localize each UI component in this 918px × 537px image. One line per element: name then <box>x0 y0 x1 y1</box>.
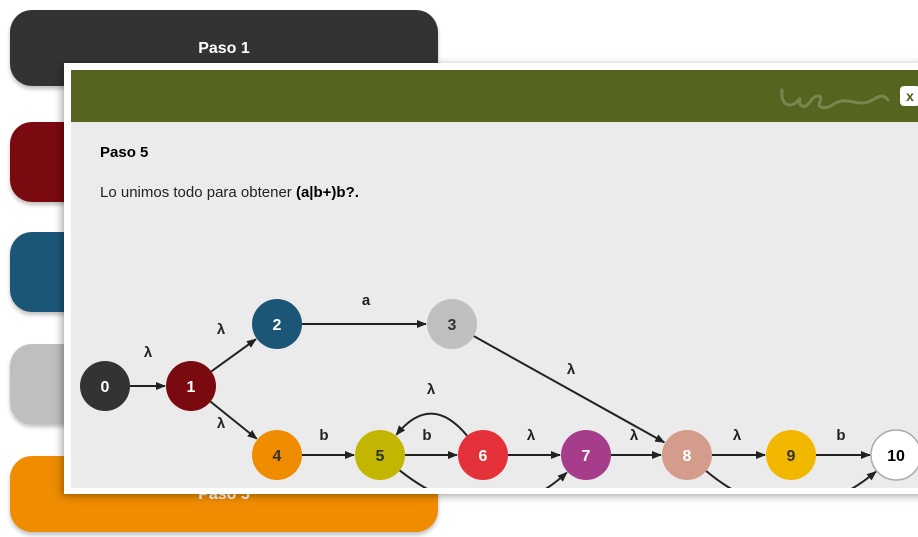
state-7: 7 <box>561 430 611 480</box>
step-title: Paso 5 <box>100 144 149 161</box>
state-label: 10 <box>887 448 905 465</box>
state-9: 9 <box>766 430 816 480</box>
transition-label-8-9: λ <box>733 427 742 444</box>
description-text: Lo unimos todo para obtener <box>100 184 296 201</box>
state-label: 1 <box>187 379 196 396</box>
transition-6-5 <box>395 412 468 437</box>
state-1: 1 <box>166 361 216 411</box>
state-6: 6 <box>458 430 508 480</box>
state-10: 10 <box>870 429 918 481</box>
state-0: 0 <box>80 361 130 411</box>
transition-label-0-1: λ <box>144 344 153 361</box>
state-2: 2 <box>252 299 302 349</box>
state-circle <box>766 430 816 480</box>
state-label: 0 <box>101 379 110 396</box>
transition-label-1-4: λ <box>217 415 226 432</box>
state-circle <box>80 361 130 411</box>
transition-1-4 <box>209 400 258 440</box>
state-circle <box>458 430 508 480</box>
state-circle <box>870 429 918 481</box>
state-label: 9 <box>787 448 796 465</box>
transition-label-7-8: λ <box>630 427 639 444</box>
state-8: 8 <box>662 430 712 480</box>
state-circle <box>561 430 611 480</box>
state-label: 3 <box>448 317 457 334</box>
transition-label-5-6: b <box>422 427 431 444</box>
step-button-label: Paso 1 <box>198 40 250 57</box>
close-button[interactable]: x <box>900 86 918 106</box>
modal-body: Paso 5 Lo unimos todo para obtener (a|b+… <box>71 122 918 488</box>
transition-label-3-8: λ <box>567 361 576 378</box>
state-5: 5 <box>355 430 405 480</box>
state-label: 6 <box>479 448 488 465</box>
state-label: 4 <box>273 448 282 465</box>
transition-label-6-5: λ <box>427 381 436 398</box>
transition-8-10 <box>705 470 877 488</box>
transition-5-7 <box>399 469 568 488</box>
ue-logo <box>780 88 890 110</box>
regex-expression: (a|b+)b?. <box>295 184 359 201</box>
state-circle <box>252 430 302 480</box>
transition-label-1-2: λ <box>217 321 226 338</box>
transition-label-2-3: a <box>362 292 371 309</box>
state-label: 7 <box>582 448 591 465</box>
step-modal: x Paso 5 Lo unimos todo para obtener (a|… <box>64 63 918 494</box>
state-circle <box>427 299 477 349</box>
state-3: 3 <box>427 299 477 349</box>
transition-label-9-10: b <box>836 427 845 444</box>
state-label: 5 <box>376 448 385 465</box>
modal-header: x <box>71 70 918 122</box>
step-description: Lo unimos todo para obtener (a|b+)b?. <box>100 184 359 201</box>
state-circle <box>662 430 712 480</box>
transition-1-2 <box>210 338 257 373</box>
state-label: 8 <box>683 448 692 465</box>
state-circle <box>355 430 405 480</box>
state-label: 2 <box>273 317 282 334</box>
transition-3-8 <box>473 335 666 444</box>
state-4: 4 <box>252 430 302 480</box>
state-circle <box>166 361 216 411</box>
state-circle <box>252 299 302 349</box>
transition-label-4-5: b <box>319 427 328 444</box>
transition-label-6-7: λ <box>527 427 536 444</box>
